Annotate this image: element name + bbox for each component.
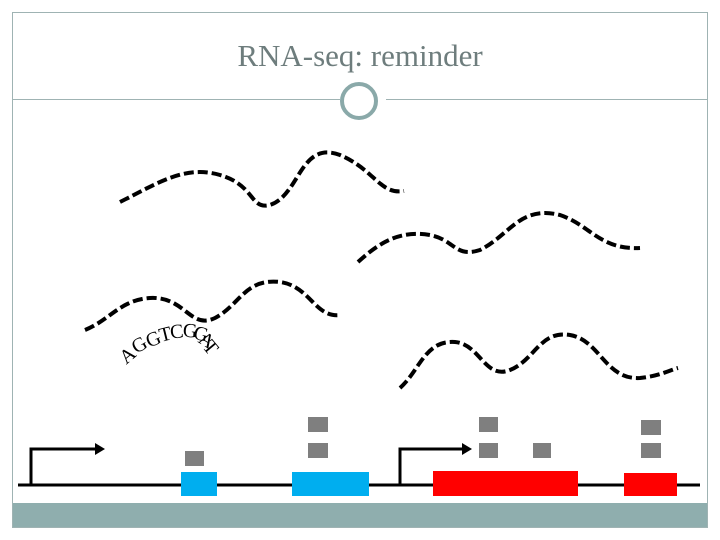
exon-gene1-b [292, 472, 369, 496]
title-rule-left [13, 99, 340, 100]
rna-read-1 [119, 150, 405, 208]
read-sequence-letter-5: C [169, 320, 185, 343]
read-sequence-letter-6: G [182, 320, 198, 343]
exon-gene2-a [433, 471, 578, 496]
read-marker [641, 443, 661, 458]
rna-read-3 [84, 279, 341, 332]
read-marker [308, 443, 328, 458]
mapped-read-markers [185, 417, 661, 466]
footer-bar [13, 503, 707, 527]
read-marker [479, 417, 498, 432]
read-marker [479, 443, 498, 458]
read-marker [641, 420, 661, 435]
ring-ornament-icon [340, 82, 378, 120]
promoter-arrow-icon [398, 443, 472, 485]
promoter-arrow-icon [29, 443, 105, 485]
slide-frame [12, 12, 708, 528]
read-marker [533, 443, 551, 458]
page-title: RNA-seq: reminder [237, 38, 483, 73]
exon-gene1-a [181, 472, 217, 496]
rna-read-4 [398, 332, 679, 390]
rna-read-2 [356, 211, 641, 264]
read-marker [185, 451, 204, 466]
exon-gene2-b [624, 473, 677, 496]
title-rule-right [386, 99, 707, 100]
read-sequence-letter-4: T [157, 323, 174, 347]
read-marker [308, 417, 328, 432]
read-sequence-letter-7: G [191, 322, 210, 347]
read-sequence-letters: A G G T C G G A T [115, 320, 222, 369]
